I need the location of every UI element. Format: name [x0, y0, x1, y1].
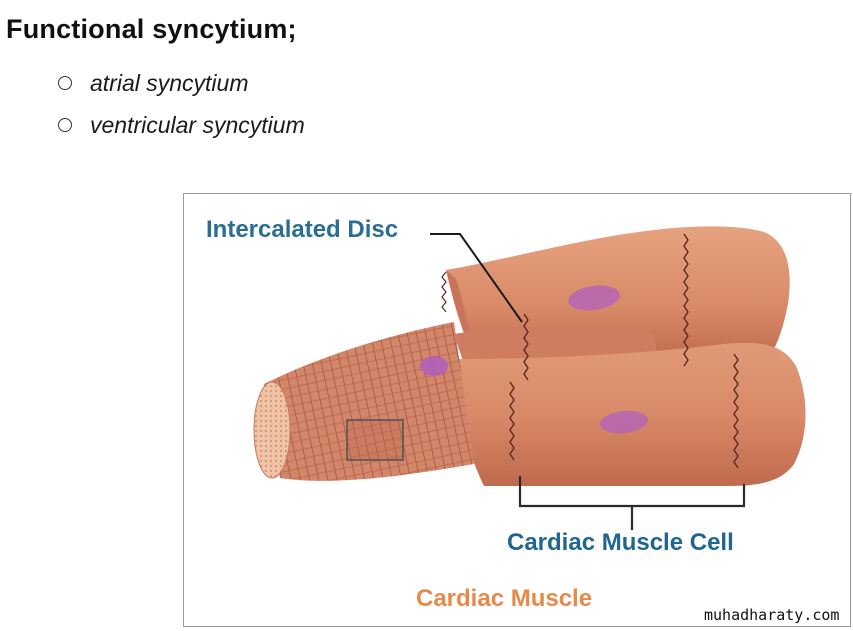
intercalated-disc	[509, 381, 515, 461]
intercalated-disc	[683, 233, 689, 367]
hollow-circle-bullet-icon	[58, 76, 72, 90]
watermark: muhadharaty.com	[704, 606, 840, 624]
intercalated-disc-label: Intercalated Disc	[206, 216, 399, 243]
nucleus	[568, 285, 620, 311]
disc-leader-line	[430, 233, 523, 323]
nucleus	[420, 356, 448, 376]
cardiac-muscle-cell-label: Cardiac Muscle Cell	[507, 529, 734, 556]
intercalated-disc	[523, 313, 529, 381]
bullet-list: atrial syncytium ventricular syncytium	[58, 62, 305, 146]
nucleus	[600, 410, 648, 434]
zoom-box	[346, 419, 404, 461]
slide-title: Functional syncytium;	[6, 14, 297, 44]
bullet-label: ventricular syncytium	[90, 111, 305, 138]
bullet-item-atrial: atrial syncytium	[58, 62, 305, 104]
cardiac-muscle-illustration	[253, 226, 806, 530]
cardiac-muscle-figure: Intercalated Disc Cardiac Muscle Cell Ca…	[183, 193, 851, 627]
bullet-item-ventricular: ventricular syncytium	[58, 104, 305, 146]
intercalated-disc	[441, 271, 447, 313]
cross-section-face	[253, 381, 291, 479]
bullet-label: atrial syncytium	[90, 69, 249, 96]
hollow-circle-bullet-icon	[58, 118, 72, 132]
intercalated-disc	[733, 353, 739, 469]
figure-caption: Cardiac Muscle	[416, 585, 593, 612]
